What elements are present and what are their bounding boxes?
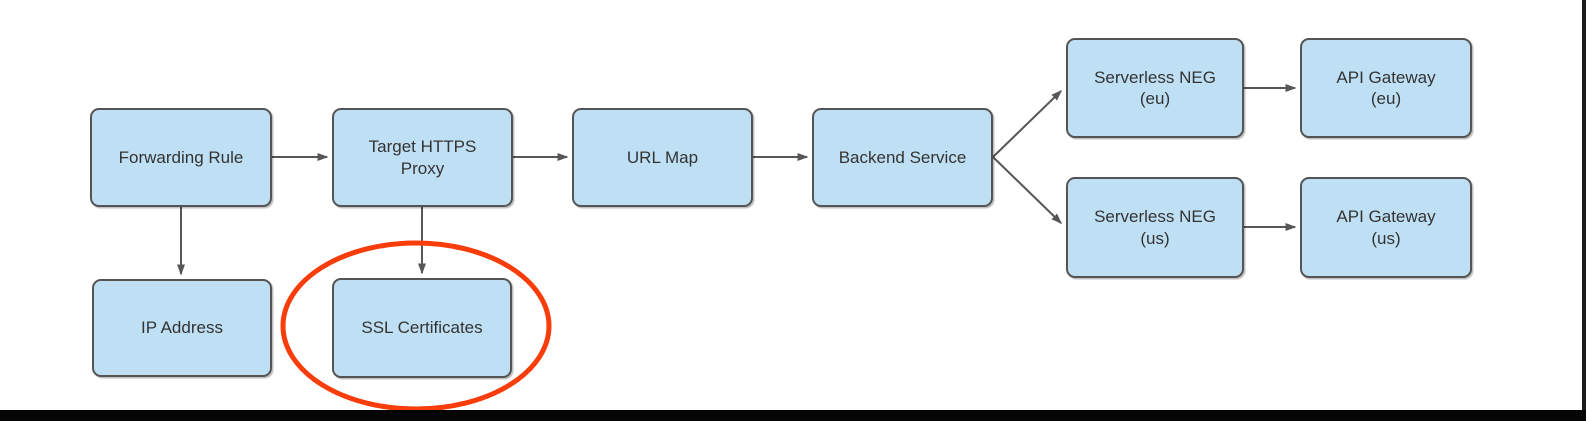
node-ip-address: IP Address <box>92 279 272 377</box>
node-ssl-certificates: SSL Certificates <box>332 278 512 378</box>
window-edge-right <box>1582 0 1586 421</box>
node-target-https-proxy: Target HTTPS Proxy <box>332 108 513 207</box>
node-serverless-neg-us: Serverless NEG (us) <box>1066 177 1244 278</box>
window-edge-bottom <box>0 410 1586 421</box>
node-forwarding-rule: Forwarding Rule <box>90 108 272 207</box>
highlight-ellipse <box>280 240 552 412</box>
node-serverless-neg-eu: Serverless NEG (eu) <box>1066 38 1244 138</box>
node-label: Target HTTPS Proxy <box>368 137 477 178</box>
node-url-map: URL Map <box>572 108 753 207</box>
node-api-gateway-eu: API Gateway (eu) <box>1300 38 1472 138</box>
node-label: API Gateway (us) <box>1336 207 1436 248</box>
node-label: Serverless NEG (us) <box>1094 207 1216 248</box>
node-label: API Gateway (eu) <box>1336 67 1436 108</box>
node-label: Backend Service <box>838 147 967 167</box>
arrow-backend-service-to-serverless-neg-us <box>992 156 1063 225</box>
arrow-backend-service-to-serverless-neg-eu <box>992 89 1063 158</box>
node-label: IP Address <box>141 318 223 338</box>
node-label: SSL Certificates <box>361 318 483 338</box>
node-api-gateway-us: API Gateway (us) <box>1300 177 1472 278</box>
node-label: Forwarding Rule <box>118 147 244 167</box>
node-label: Serverless NEG (eu) <box>1094 67 1216 108</box>
node-label: URL Map <box>626 147 699 167</box>
node-backend-service: Backend Service <box>812 108 993 207</box>
